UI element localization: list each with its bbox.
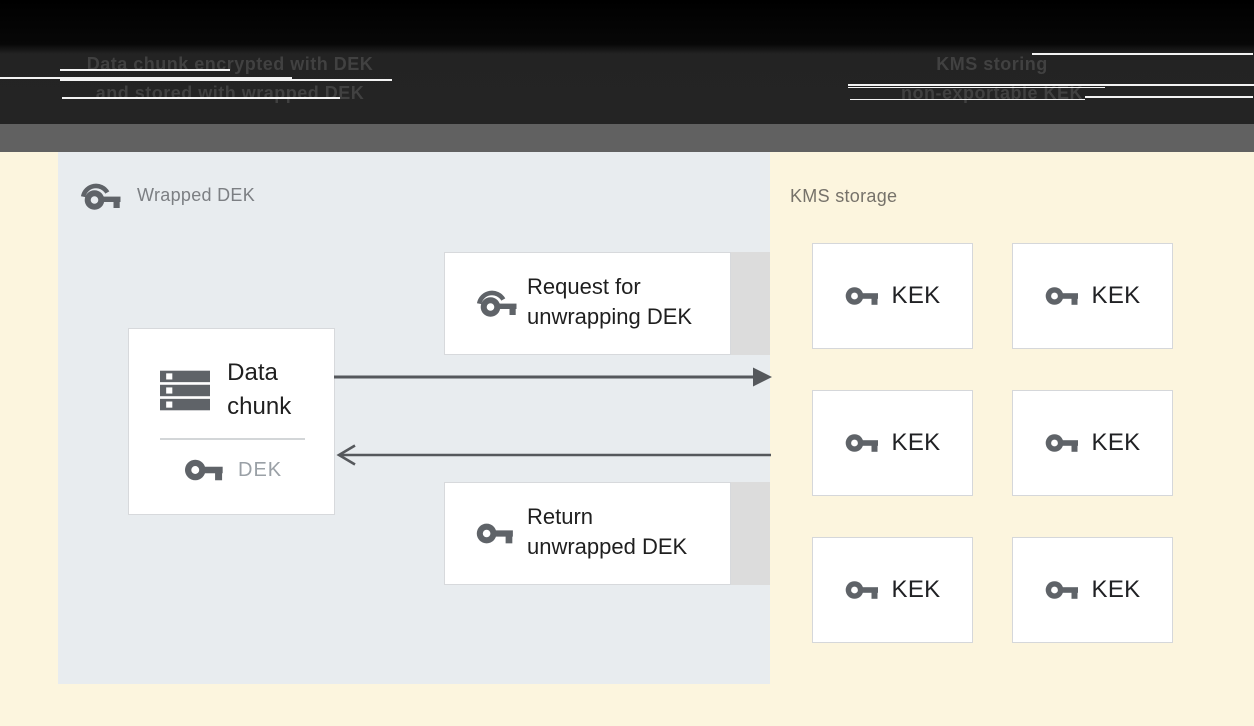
request-card-text: Request for unwrapping DEK <box>527 272 692 332</box>
key-icon <box>845 434 878 452</box>
glitch-line <box>62 97 340 99</box>
glitch-line <box>0 76 292 79</box>
wrapped-dek-panel-label: Wrapped DEK <box>80 177 255 213</box>
request-text-line1: Request for <box>527 274 641 299</box>
glitch-line <box>60 68 230 71</box>
return-text-line2: unwrapped DEK <box>527 534 688 559</box>
kek-label: KEK <box>1091 282 1141 309</box>
kek-card: KEK <box>812 537 973 643</box>
key-icon <box>184 459 223 481</box>
right-caption-line1: KMS storing <box>936 54 1048 74</box>
dek-row: DEK <box>184 453 282 487</box>
kek-card: KEK <box>1012 243 1173 349</box>
glitch-line <box>848 86 1105 88</box>
return-card: Return unwrapped DEK <box>444 482 731 585</box>
request-card: Request for unwrapping DEK <box>444 252 731 355</box>
kek-label: KEK <box>891 576 941 603</box>
kek-card: KEK <box>812 243 973 349</box>
key-icon <box>1045 287 1078 305</box>
data-chunk-title: Data chunk <box>227 356 334 424</box>
key-icon <box>845 287 878 305</box>
card-divider <box>160 438 305 440</box>
wrapped-key-icon <box>80 183 121 210</box>
return-card-text: Return unwrapped DEK <box>527 502 687 562</box>
arrow-left-icon <box>336 444 771 466</box>
key-icon <box>476 520 514 552</box>
kek-label: KEK <box>1091 429 1141 456</box>
request-text-line2: unwrapping DEK <box>527 304 693 329</box>
kek-card: KEK <box>1012 537 1173 643</box>
request-card-shadow <box>730 252 770 355</box>
wrapped-dek-label: Wrapped DEK <box>137 184 256 205</box>
return-text-line1: Return <box>527 504 594 529</box>
right-caption: KMS storing non-exportable KEK <box>868 50 1116 108</box>
glitch-line <box>60 79 392 81</box>
kms-storage-label: KMS storage <box>790 186 898 206</box>
right-caption-line2: non-exportable KEK <box>900 83 1083 103</box>
arrow-right-icon <box>334 367 772 387</box>
glitch-line <box>1032 53 1253 55</box>
data-chunk-title-line2: chunk <box>227 393 292 420</box>
key-icon <box>1045 434 1078 452</box>
kek-label: KEK <box>891 282 941 309</box>
glitch-line <box>850 98 1085 100</box>
dek-label: DEK <box>238 458 283 481</box>
left-caption-line2: and stored with wrapped DEK <box>95 83 365 103</box>
kek-card: KEK <box>1012 390 1173 496</box>
glitch-line <box>848 84 1254 86</box>
data-chunk-card: Data chunk DEK <box>128 328 335 515</box>
key-icon <box>1045 581 1078 599</box>
key-icon <box>845 581 878 599</box>
kek-label: KEK <box>1091 576 1141 603</box>
data-chunk-row: Data chunk <box>160 356 334 424</box>
data-chunk-title-line1: Data <box>227 359 278 386</box>
glitch-line <box>1085 95 1253 98</box>
kek-label: KEK <box>891 429 941 456</box>
return-card-shadow <box>730 482 770 585</box>
left-caption-line1: Data chunk encrypted with DEK <box>86 54 374 74</box>
divider-band <box>0 124 1254 152</box>
storage-stack-icon <box>160 370 211 410</box>
header-band: Data chunk encrypted with DEK and stored… <box>0 0 1254 124</box>
wrapped-key-icon <box>476 284 520 325</box>
kek-card: KEK <box>812 390 973 496</box>
